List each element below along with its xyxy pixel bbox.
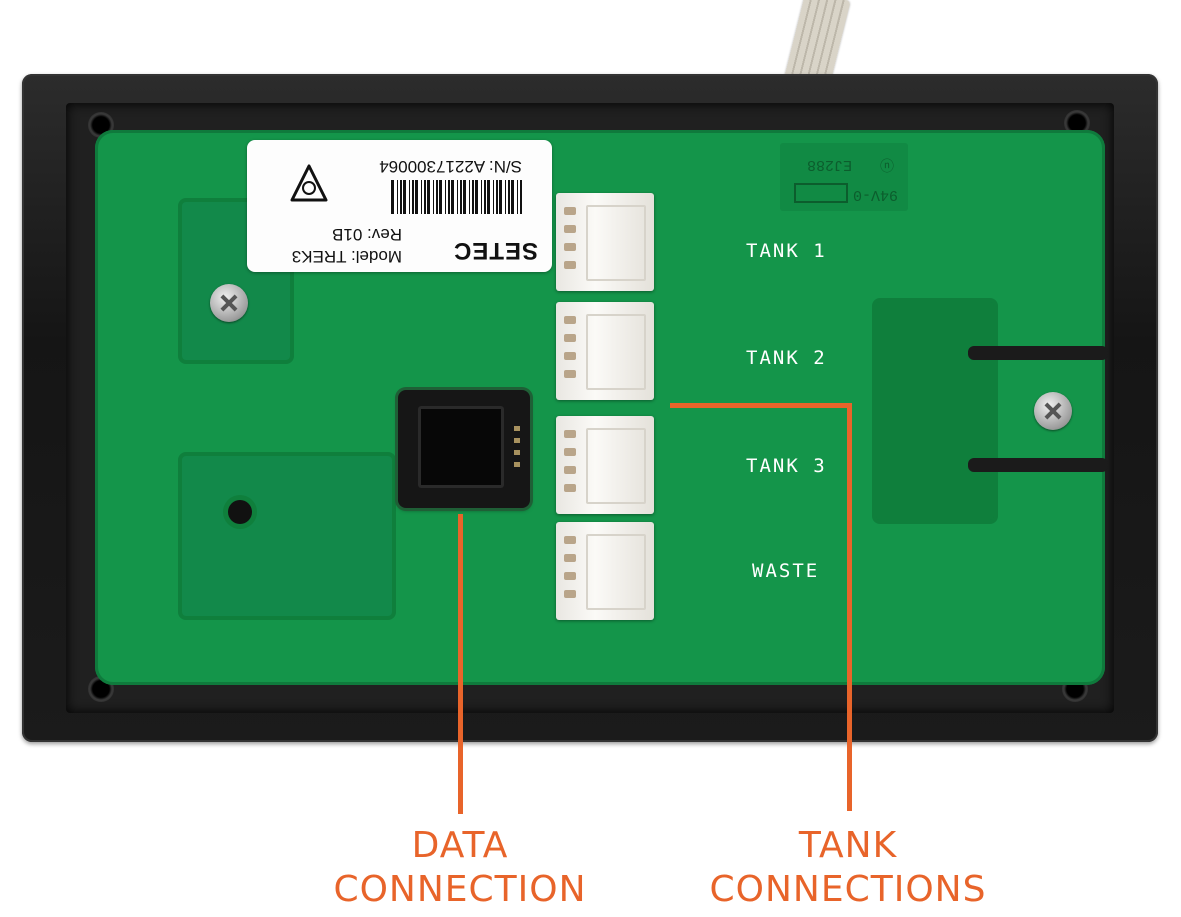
pcb-rating: 94V-0 [852,186,898,203]
data-connection-label: DATA CONNECTION [330,824,590,912]
tank-connections-label: TANK CONNECTIONS [700,824,996,912]
pcb-rating-marking: 94V-0 EJ288 ⓤ [780,143,908,211]
waste-connector [556,522,654,620]
ul-logo-icon: ⓤ [880,155,894,171]
pcb-cutout-right [872,298,998,524]
pcb-cutout-bottom-left [178,452,396,620]
tank3-connector [556,416,654,514]
silkscreen-tank1: TANK 1 [746,240,827,262]
tank2-connector [556,302,654,400]
tank1-connector [556,193,654,291]
product-label-sticker: SETEC Model: TREK3 Rev: 01B S/N: A221730… [247,140,552,272]
tank-connections-label-line1: TANK [798,825,898,866]
rj-data-jack [398,390,530,508]
data-connection-label-line2: CONNECTION [333,869,587,910]
brand-name: SETEC [452,237,538,264]
pcb-code: EJ288 [806,156,852,173]
screw-right [1034,392,1072,430]
revision-number: Rev: 01B [332,225,402,244]
tank-connections-leader-vertical [847,403,852,811]
model-number: Model: TREK3 [291,247,402,266]
barcode [390,180,522,214]
rj-jack-opening [418,406,504,488]
data-connection-leader-line [458,514,463,814]
mounting-hole [228,500,252,524]
pcb-slot [968,346,1108,360]
tank-connections-leader-horizontal [670,403,852,408]
silkscreen-tank3: TANK 3 [746,455,827,477]
pcb-slot [968,458,1108,472]
tank-connections-label-line2: CONNECTIONS [709,869,987,910]
data-connection-label-line1: DATA [411,825,509,866]
screw-left [210,284,248,322]
certification-mark-icon [290,164,328,202]
silkscreen-tank2: TANK 2 [746,347,827,369]
silkscreen-waste: WASTE [752,560,820,582]
serial-number: S/N: A2217300064 [379,157,522,176]
date-code-box [794,183,848,203]
